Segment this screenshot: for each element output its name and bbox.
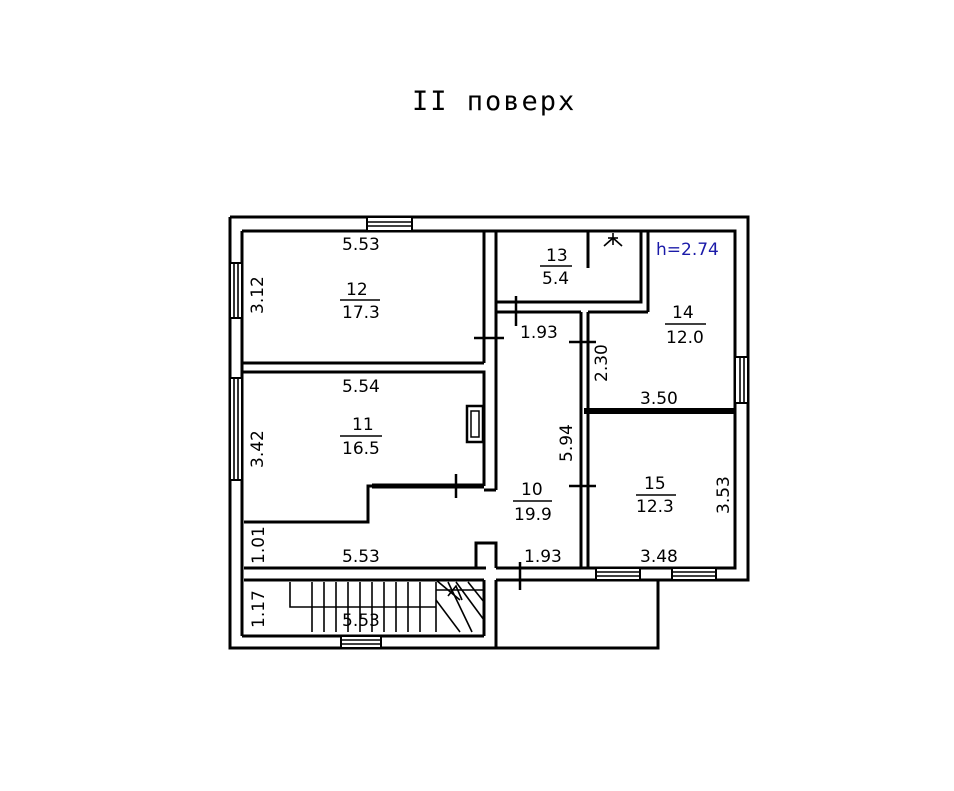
room-11-area: 16.5: [342, 439, 380, 459]
sink-icon: [603, 233, 623, 247]
ceiling-height-label: h=2.74: [656, 240, 719, 260]
room-13-area: 5.4: [542, 269, 569, 289]
room-10-number: 10: [521, 480, 543, 500]
dimension-1-93-top: 1.93: [520, 323, 558, 343]
corridor-walls: [484, 231, 590, 568]
dimension-5-53-top: 5.53: [342, 235, 380, 255]
dimension-1-93-bottom: 1.93: [524, 547, 562, 567]
outer-walls: [228, 215, 750, 650]
dimension-3-53: 3.53: [714, 476, 734, 514]
room-labels: 12 17.3 11 16.5 13 5.4 14 12.0 10 19.9 1…: [340, 246, 706, 525]
room-14-number: 14: [672, 303, 694, 323]
windows: [229, 216, 749, 649]
door-marks: [454, 296, 596, 590]
window-left-2: [229, 377, 243, 481]
dimension-5-94: 5.94: [557, 424, 577, 462]
dimension-5-54: 5.54: [342, 377, 380, 397]
lower-walls: [244, 541, 658, 648]
dimension-3-12: 3.12: [248, 276, 268, 314]
dimension-3-50: 3.50: [640, 389, 678, 409]
dimension-5-53-stair: 5.53: [342, 611, 380, 631]
room-11-walls: [242, 370, 486, 524]
room-15-number: 15: [644, 474, 666, 494]
window-top: [366, 216, 413, 232]
window-right: [734, 356, 749, 404]
stove-icon: [465, 404, 485, 444]
room-13-walls: [496, 231, 650, 314]
room-15-area: 12.3: [636, 497, 674, 517]
room-11-number: 11: [352, 415, 374, 435]
dimension-1-17: 1.17: [249, 590, 269, 628]
room-13-number: 13: [546, 246, 568, 266]
room-12-area: 17.3: [342, 303, 380, 323]
dimension-5-53-mid: 5.53: [342, 547, 380, 567]
window-stair: [340, 635, 382, 649]
window-bottom-1: [595, 567, 641, 581]
room-12-number: 12: [346, 280, 368, 300]
dimension-3-42: 3.42: [248, 430, 268, 468]
room-10-area: 19.9: [514, 505, 552, 525]
window-left-1: [229, 262, 243, 319]
room-14-area: 12.0: [666, 328, 704, 348]
dimension-1-01: 1.01: [249, 526, 269, 564]
room-12-walls: [242, 231, 486, 365]
dimension-3-48: 3.48: [640, 547, 678, 567]
staircase: [289, 579, 485, 633]
floor-title: II поверх: [412, 86, 576, 117]
window-bottom-2: [671, 567, 717, 581]
dimension-2-30: 2.30: [592, 344, 612, 382]
dimension-labels: 5.53 3.12 5.54 3.42 1.01 5.53 1.17 5.53 …: [248, 235, 734, 631]
